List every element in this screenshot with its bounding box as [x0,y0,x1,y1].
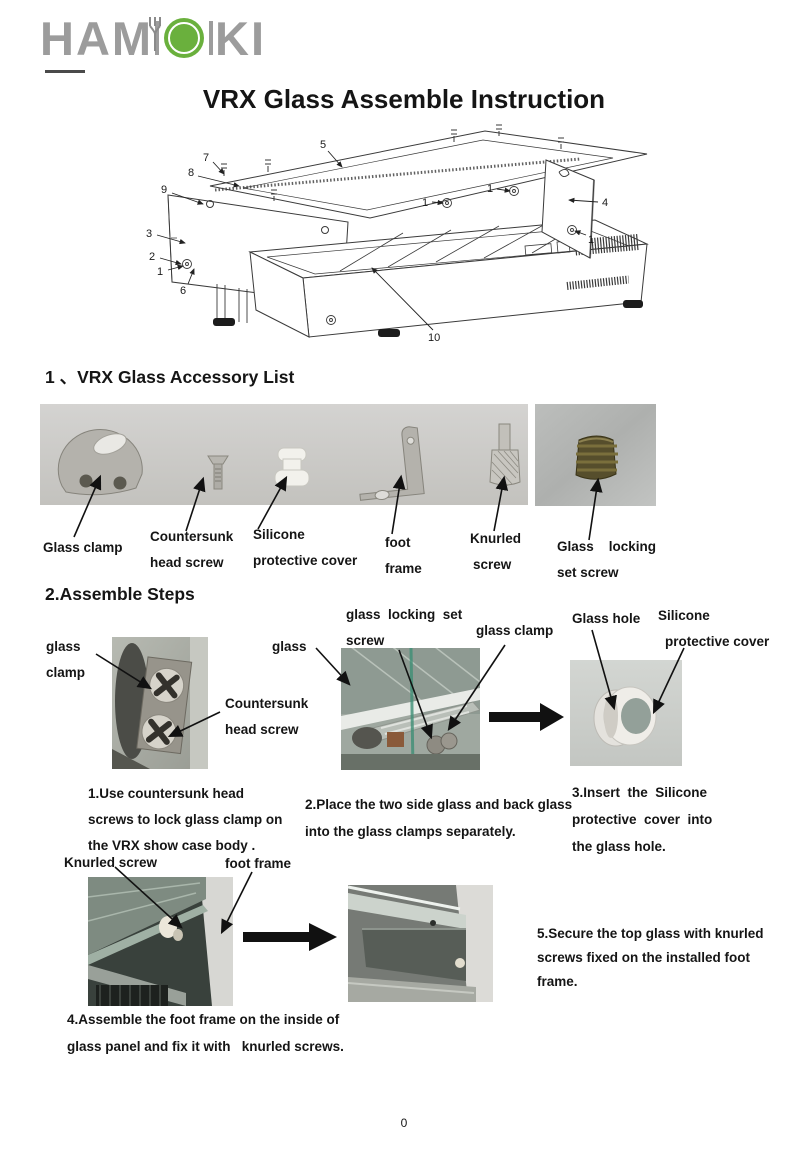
step1-photo-clamp-closeup [112,637,208,769]
callout-9: 9 [161,184,167,196]
step5-photo-assembled [348,885,493,1002]
label-silicone-1: Silicone [253,527,305,542]
callout-1a: 1 [157,266,163,278]
callout-1b: 1 [422,197,428,209]
page-title: VRX Glass Assemble Instruction [202,84,606,114]
logo-divider-left [155,21,160,55]
callout-2: 2 [149,251,155,263]
logo-text-left: HAM [40,11,154,65]
label-glass: glass [272,639,307,654]
step1-text: 1.Use countersunk head screws to lock gl… [88,786,283,853]
diagram-screws [221,124,564,201]
logo-underline [45,70,85,73]
step4-photo-knurled-corner [88,877,233,1006]
fork-icon [149,17,161,51]
callout-3: 3 [146,228,152,240]
label-knurled-screw: Knurled screw [64,855,158,870]
countersunk-screw-photo [207,455,229,490]
label-locking-2: screw [346,633,385,648]
page-number: 0 [400,1116,408,1130]
accessory-photo-strip [40,404,528,505]
label-countersunk-2: head screw [150,555,224,570]
step3-photo-silicone-ring [570,660,682,766]
silicone-cover-photo [274,447,310,487]
callout-7: 7 [203,152,209,164]
callout-8: 8 [188,167,194,179]
label-set-screw-1: Glass locking [557,539,657,554]
step5-text: 5.Secure the top glass with knurled scre… [537,926,764,989]
logo-text-right: KI [215,11,267,65]
label-silicone-a: Silicone [658,608,710,623]
label-glass-clamp-2: glass clamp [476,623,554,638]
callout-1d: 1 [588,234,594,246]
set-screw-part [575,435,618,480]
step3-text: 3.Insert the Silicone protective cover i… [572,785,713,854]
set-screw-photo [535,404,656,506]
plate-ring-icon [168,22,201,54]
label-glass-1: glass [46,639,81,654]
logo-divider-right [209,21,214,55]
hamoki-logo: HAM KI [40,12,266,64]
label-silicone-2: protective cover [253,553,358,568]
label-foot-2: frame [385,561,422,576]
step4-text: 4.Assemble the foot frame on the inside … [67,1012,344,1054]
label-countersunk-1: Countersunk [150,529,234,544]
label-glass-clamp: Glass clamp [43,540,123,555]
diagram-top-glass [209,130,648,219]
callout-5: 5 [320,139,326,151]
label-foot-frame: foot frame [225,856,292,871]
callout-1c: 1 [487,183,493,195]
plate-icon [164,18,205,58]
label-set-screw-2: set screw [557,565,619,580]
flow-arrow-1 [489,703,564,731]
label-knurled-1: Knurled [470,531,522,546]
step2-photo-glass-corner [341,648,480,770]
label-clamp-2: clamp [46,665,86,680]
callout-6: 6 [180,285,186,297]
flow-arrow-2 [243,923,337,951]
exploded-view-diagram: 5 7 8 9 3 2 1 6 1 1 4 1 10 [146,124,649,344]
callout-10: 10 [428,332,440,344]
label-knurled-2: screw [473,557,512,572]
label-silicone-b: protective cover [665,634,770,649]
label-locking-1: glass locking set [346,607,463,622]
assemble-steps-heading: 2.Assemble Steps [45,584,195,604]
callout-4: 4 [602,197,608,209]
accessory-list-heading: 1 、VRX Glass Accessory List [45,367,295,387]
foot-frame-photo [359,426,425,501]
label-countersunk-a: Countersunk [225,696,309,711]
label-countersunk-b: head screw [225,722,299,737]
label-glass-hole: Glass hole [572,611,641,626]
step2-text: 2.Place the two side glass and back glas… [305,797,573,839]
label-foot-1: foot [385,535,411,550]
